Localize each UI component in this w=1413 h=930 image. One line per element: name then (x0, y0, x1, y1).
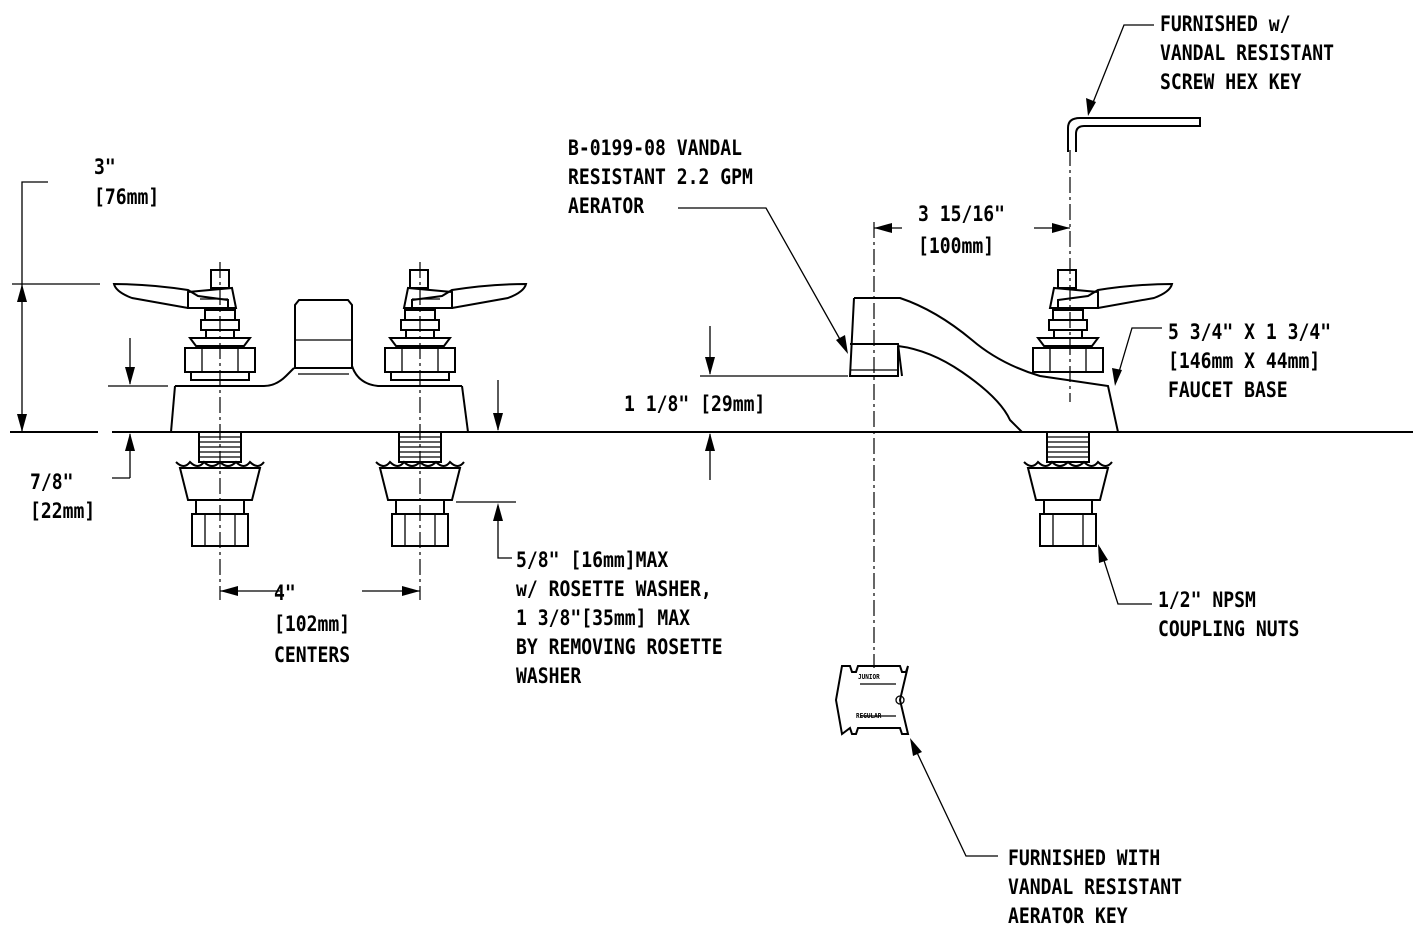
leader-aerator-key (910, 738, 998, 857)
label-base-depth: 7/8" [22mm] (30, 470, 96, 523)
leader-coupling-nuts (1098, 544, 1152, 605)
label-centers: 4" [102mm] CENTERS (274, 581, 351, 667)
dim-4in-centers (220, 586, 420, 596)
leader-faucet-base (1112, 327, 1162, 386)
center-spout-block (294, 299, 353, 375)
dim-base-height (108, 338, 503, 431)
label-coupling-nuts: 1/2" NPSM COUPLING NUTS (1158, 588, 1300, 641)
dim-3-15-16in (874, 223, 1070, 233)
label-hex-key: FURNISHED w/ VANDAL RESISTANT SCREW HEX … (1160, 12, 1334, 94)
label-offset-spout: 3 15/16" [100mm] (918, 202, 1005, 258)
label-base-size: 5 3/4" X 1 3/4" [146mm X 44mm] FAUCET BA… (1168, 320, 1332, 402)
label-height-3in: 3" [76mm] (94, 155, 160, 209)
label-aerator-key: FURNISHED WITH VANDAL RESISTANT AERATOR … (1008, 846, 1182, 928)
spout-body (848, 297, 1119, 433)
label-shank-max: 5/8" [16mm]MAX w/ ROSETTE WASHER, 1 3/8"… (516, 548, 723, 688)
hex-key (1067, 117, 1201, 152)
left-valve (112, 269, 256, 381)
spout-valve (1032, 269, 1174, 373)
dim-1-1-8in (700, 326, 848, 480)
label-key-junior: JUNIOR (858, 673, 880, 681)
shank-right (1023, 431, 1113, 547)
dim-7-8in (112, 433, 135, 479)
leader-hex-key (1086, 24, 1154, 116)
aerator-key (834, 665, 910, 736)
leader-aerator (678, 207, 848, 354)
dim-3in (12, 181, 100, 432)
right-valve (384, 269, 528, 381)
label-spout-height: 1 1/8" [29mm] (624, 392, 766, 416)
front-view-base (170, 365, 469, 433)
dim-5-8in (456, 501, 516, 559)
label-aerator: B-0199-08 VANDAL RESISTANT 2.2 GPM AERAT… (568, 136, 753, 218)
label-key-regular: REGULAR (856, 712, 882, 720)
